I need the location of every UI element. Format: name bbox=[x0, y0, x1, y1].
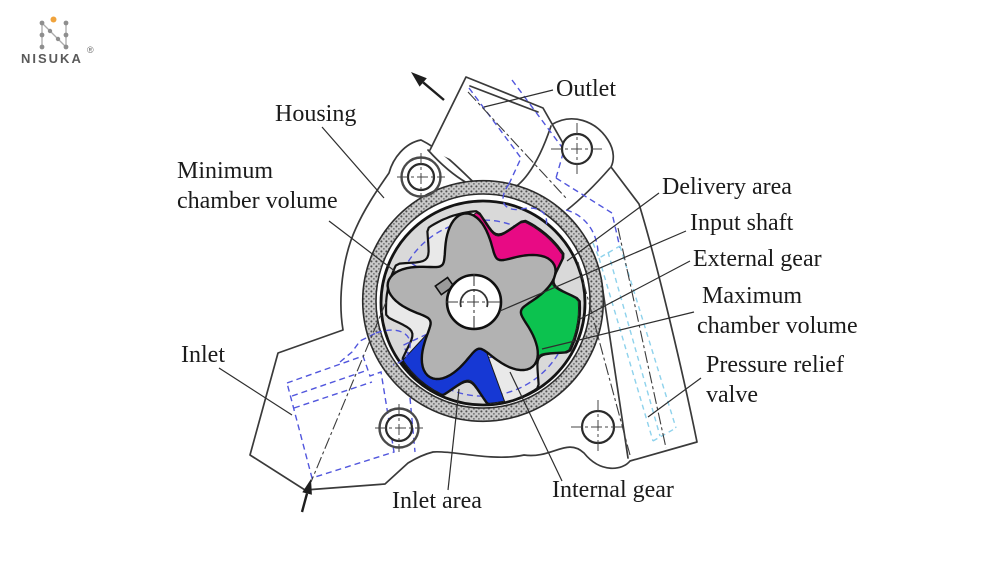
inlet-flow-arrow bbox=[300, 479, 312, 513]
label-minimum-chamber-line2: chamber volume bbox=[177, 188, 338, 214]
leader-outlet bbox=[483, 89, 554, 108]
label-internal-gear: Internal gear bbox=[552, 477, 674, 503]
shaft-centermark bbox=[446, 274, 502, 330]
label-housing: Housing bbox=[275, 101, 356, 127]
label-inlet-area: Inlet area bbox=[392, 488, 482, 514]
label-maximum-chamber-line1: Maximum bbox=[702, 283, 802, 309]
housing-bore-knurl-band bbox=[363, 181, 603, 421]
bolt-holes bbox=[375, 123, 625, 454]
leader-input-shaft bbox=[499, 230, 687, 312]
label-minimum-chamber-line1: Minimum bbox=[177, 158, 273, 184]
leader-lines bbox=[218, 89, 702, 491]
label-delivery-area: Delivery area bbox=[662, 174, 792, 200]
outlet-pipe-edges bbox=[429, 76, 569, 153]
label-maximum-chamber-line2: chamber volume bbox=[697, 313, 858, 339]
hidden-outlet-cavity bbox=[468, 79, 621, 253]
leader-inlet-area bbox=[447, 388, 460, 491]
center-axes bbox=[310, 91, 667, 483]
registered-mark: ® bbox=[87, 45, 94, 55]
outlet-flow-arrow bbox=[411, 72, 445, 101]
logo-n-mark bbox=[39, 16, 69, 50]
bore-outer-edge bbox=[361, 179, 605, 423]
shaft-key bbox=[434, 276, 455, 296]
logo-accent-dot bbox=[50, 16, 57, 23]
valve-block-inner-edge bbox=[600, 277, 629, 459]
leader-minimum-chamber bbox=[328, 220, 397, 273]
leader-housing bbox=[321, 126, 385, 199]
bore-inner-edge bbox=[375, 193, 591, 409]
leader-inlet bbox=[218, 367, 293, 416]
outlet-pipe-body bbox=[430, 77, 568, 190]
label-outlet: Outlet bbox=[556, 76, 616, 102]
leader-delivery-area bbox=[566, 192, 660, 262]
label-input-shaft: Input shaft bbox=[690, 210, 794, 236]
valve-axis-left bbox=[577, 261, 631, 456]
label-pressure-relief-line1: Pressure relief bbox=[706, 352, 844, 378]
leader-pressure-relief bbox=[647, 377, 702, 418]
leader-maximum-chamber bbox=[541, 311, 695, 350]
shaft-arc-mark bbox=[459, 289, 489, 308]
brand-name: NISUKA bbox=[21, 51, 83, 66]
inlet-axis bbox=[310, 301, 387, 483]
pressure-relief-valve-hidden bbox=[592, 242, 677, 442]
label-external-gear: External gear bbox=[693, 246, 822, 272]
outlet-pipe-mouth-line bbox=[469, 85, 539, 113]
label-inlet: Inlet bbox=[181, 342, 225, 368]
leader-external-gear bbox=[579, 260, 691, 320]
outlet-axis bbox=[467, 91, 567, 199]
gerotor-assembly bbox=[361, 179, 605, 423]
valve-axis-right bbox=[617, 227, 667, 449]
leader-internal-gear bbox=[509, 371, 563, 482]
lug-inner-edge bbox=[566, 167, 611, 211]
nisuka-logo: NISUKA ® bbox=[21, 16, 94, 66]
internal-gear-tooth-profile bbox=[384, 210, 582, 406]
label-pressure-relief-line2: valve bbox=[706, 382, 758, 408]
labels: Outlet Housing Minimum chamber volume De… bbox=[177, 76, 858, 514]
